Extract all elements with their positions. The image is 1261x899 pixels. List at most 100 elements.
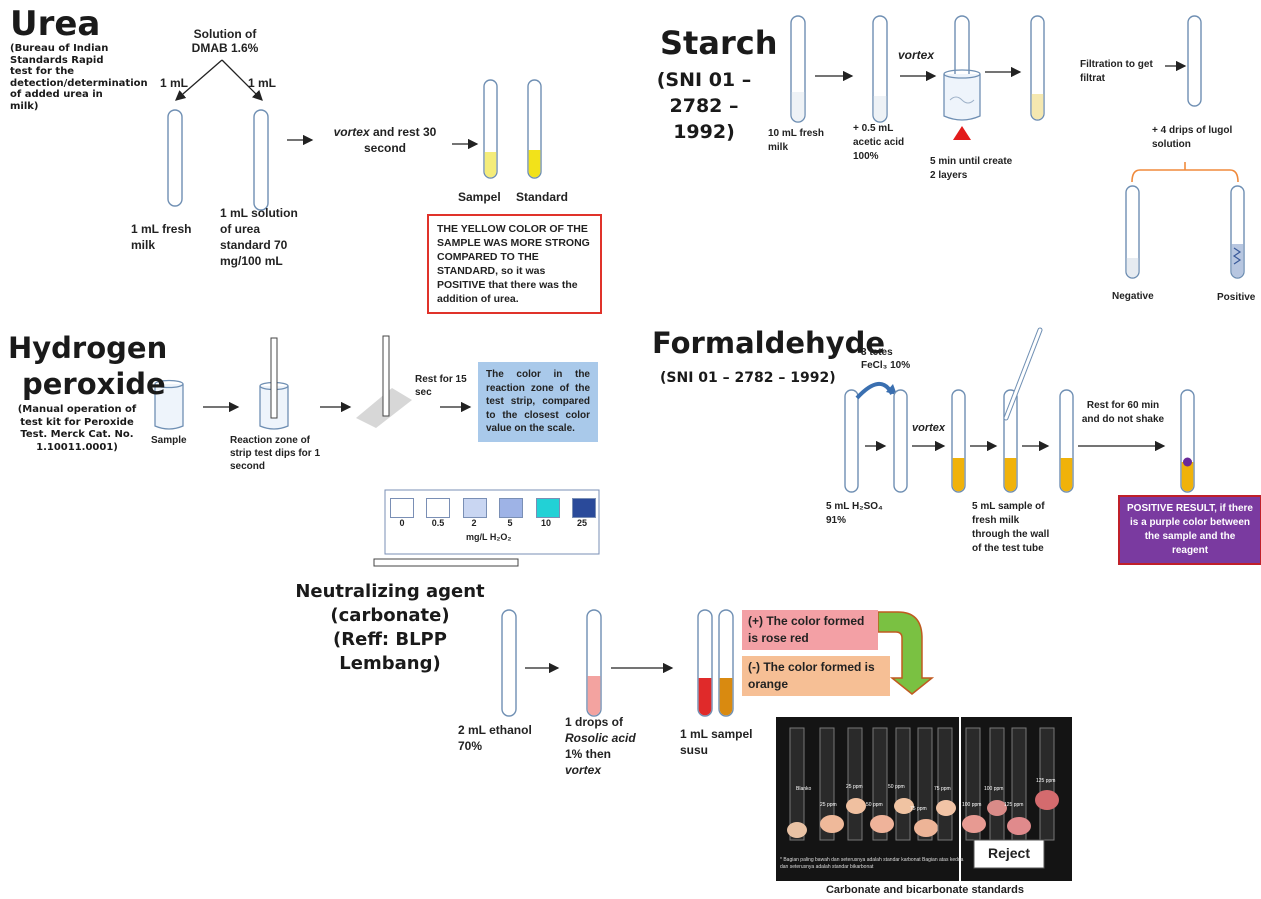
h2o2-sample-label: Sample bbox=[151, 435, 187, 446]
starch-positive-marks bbox=[1232, 247, 1242, 265]
h2o2-title-line1: Hydrogen bbox=[8, 331, 168, 365]
form-transfer-arrow-head bbox=[886, 384, 897, 395]
h2o2-result-box: The color in the reaction zone of the te… bbox=[478, 362, 598, 442]
photo-label: 50 ppm bbox=[866, 802, 883, 808]
starch-positive-liquid bbox=[1231, 244, 1244, 278]
h2o2-scale-value: 0.5 bbox=[431, 518, 445, 528]
form-sample-liquid bbox=[1004, 458, 1017, 492]
starch-milk-liquid bbox=[791, 92, 805, 122]
photo-label: Blanko bbox=[796, 786, 812, 792]
urea-vortex-label: vortex and rest 30 second bbox=[333, 125, 437, 155]
starch-negative-tube bbox=[1125, 185, 1140, 279]
urea-split-arrow-right bbox=[221, 59, 263, 101]
h2o2-scale-value: 10 bbox=[540, 518, 551, 528]
urea-standard-label: 1 mL solution of urea standard 70 mg/100… bbox=[220, 206, 298, 268]
h2o2-subtitle: (Manual operation of test kit for Peroxi… bbox=[17, 404, 137, 453]
h2o2-scale-value: 0 bbox=[399, 518, 405, 528]
h2o2-scale-value: 2 bbox=[471, 518, 477, 528]
form-transfer-arrow bbox=[855, 382, 894, 400]
h2o2-scale-value: 5 bbox=[507, 518, 513, 528]
urea-vol-left: 1 mL bbox=[160, 76, 189, 90]
photo-label: 100 ppm bbox=[984, 786, 1004, 792]
photo-label: 25 ppm bbox=[846, 784, 863, 790]
urea-result-box: THE YELLOW COLOR OF THE SAMPLE WAS MORE … bbox=[427, 214, 602, 314]
form-standard: (SNI 01 – 2782 – 1992) bbox=[660, 370, 836, 386]
urea-title: Urea bbox=[10, 4, 101, 44]
starch-positive-label: Positive bbox=[1217, 292, 1256, 303]
starch-filtration-label: Filtration to get filtrat bbox=[1080, 59, 1153, 84]
form-acid-tube bbox=[844, 389, 859, 493]
neut-sample-label: 1 mL sampel susu bbox=[680, 727, 753, 757]
h2o2-strip-dry bbox=[382, 335, 390, 417]
neut-photo-divider bbox=[959, 717, 961, 881]
neut-negative-liquid bbox=[719, 678, 733, 716]
h2o2-scale-values: 0 0.5 2 5 10 25 bbox=[386, 518, 598, 528]
starch-acid-liquid bbox=[873, 96, 887, 122]
form-acid-label: 5 mL H₂SO₄ 91% bbox=[826, 501, 883, 526]
starch-beaker-wave bbox=[949, 96, 975, 104]
neut-rosolic-liquid bbox=[587, 676, 601, 716]
photo-label: 100 ppm bbox=[962, 802, 982, 808]
starch-acid-tube bbox=[872, 15, 888, 123]
starch-layers-label: 5 min until create 2 layers bbox=[930, 156, 1013, 181]
neut-ethanol-label: 2 mL ethanol 70% bbox=[458, 723, 532, 753]
neut-title-line: (carbonate) bbox=[330, 605, 450, 626]
form-result-box: POSITIVE RESULT, if there is a purple co… bbox=[1118, 495, 1261, 565]
urea-split-arrow-left bbox=[175, 59, 223, 101]
form-result-liquid bbox=[1181, 462, 1194, 492]
neut-green-arrow bbox=[877, 611, 935, 695]
neut-negative-box: (-) The color formed is orange bbox=[742, 656, 890, 696]
form-purple-ring bbox=[1183, 457, 1192, 467]
h2o2-long-strip bbox=[373, 558, 519, 567]
form-sample-label: 5 mL sample of fresh milk through the wa… bbox=[972, 501, 1050, 554]
urea-milk-tube bbox=[167, 109, 183, 207]
photo-label: 75 ppm bbox=[934, 786, 951, 792]
urea-sample-label: Sampel bbox=[458, 190, 501, 204]
starch-acid-label: + 0.5 mL acetic acid 100% bbox=[853, 123, 905, 162]
form-reagent-label: 3 tetes FeCl₃ 10% bbox=[861, 347, 911, 371]
urea-vol-right: 1 mL bbox=[248, 76, 277, 90]
h2o2-test-strip bbox=[270, 337, 278, 419]
form-pipette-inner bbox=[1004, 328, 1042, 420]
neut-ethanol-tube bbox=[501, 609, 517, 717]
h2o2-scale-unit: mg/L H₂O₂ bbox=[466, 532, 512, 542]
h2o2-swatch bbox=[462, 498, 487, 518]
neut-rosolic-label: 1 drops of Rosolic acid 1% then vortex bbox=[565, 715, 636, 777]
starch-filtrate-liquid bbox=[1031, 94, 1044, 120]
photo-note: * Bagian paling bawah dan seterusnya ada… bbox=[780, 857, 964, 870]
urea-milk-label: 1 mL fresh milk bbox=[131, 222, 192, 252]
urea-standard-tube-label: Standard bbox=[516, 190, 569, 204]
form-rest-liquid bbox=[1060, 458, 1073, 492]
form-rest-label: Rest for 60 min and do not shake bbox=[1081, 400, 1165, 425]
neut-positive-liquid bbox=[698, 678, 712, 716]
starch-lugol-label: + 4 drips of lugol solution bbox=[1152, 125, 1233, 150]
h2o2-scale-card bbox=[384, 489, 600, 555]
photo-label: 50 ppm bbox=[888, 784, 905, 790]
urea-dmab-label: Solution of DMAB 1.6% bbox=[191, 27, 259, 55]
neut-reject-label: Reject bbox=[987, 845, 1031, 861]
starch-title: Starch bbox=[660, 24, 778, 62]
h2o2-title-line2: peroxide bbox=[22, 367, 166, 401]
h2o2-swatch bbox=[499, 498, 524, 518]
photo-label: 125 ppm bbox=[1036, 778, 1056, 784]
h2o2-swatch bbox=[535, 498, 560, 518]
neut-title-line: Lembang) bbox=[339, 653, 441, 674]
starch-red-triangle bbox=[953, 126, 971, 140]
starch-beaker bbox=[943, 74, 981, 121]
h2o2-swatch bbox=[390, 498, 414, 518]
h2o2-swatch bbox=[426, 498, 451, 518]
neut-positive-box: (+) The color formed is rose red bbox=[742, 610, 878, 650]
form-vortex-label: vortex bbox=[912, 422, 946, 434]
form-vortex-liquid bbox=[952, 458, 965, 492]
starch-negative-liquid bbox=[1126, 258, 1139, 278]
urea-standard-tube bbox=[253, 109, 269, 211]
starch-bracket bbox=[1131, 169, 1239, 183]
photo-label: 25 ppm bbox=[820, 802, 837, 808]
h2o2-reaction-label: Reaction zone of strip test dips for 1 s… bbox=[230, 435, 321, 472]
h2o2-rest-label: Rest for 15 sec bbox=[415, 374, 467, 398]
photo-label: 125 ppm bbox=[1004, 802, 1024, 808]
neut-title: Neutralizing agent (carbonate) (Reff: BL… bbox=[280, 580, 500, 676]
neut-photo-caption: Carbonate and bicarbonate standards bbox=[825, 884, 1025, 896]
starch-negative-label: Negative bbox=[1112, 291, 1154, 302]
